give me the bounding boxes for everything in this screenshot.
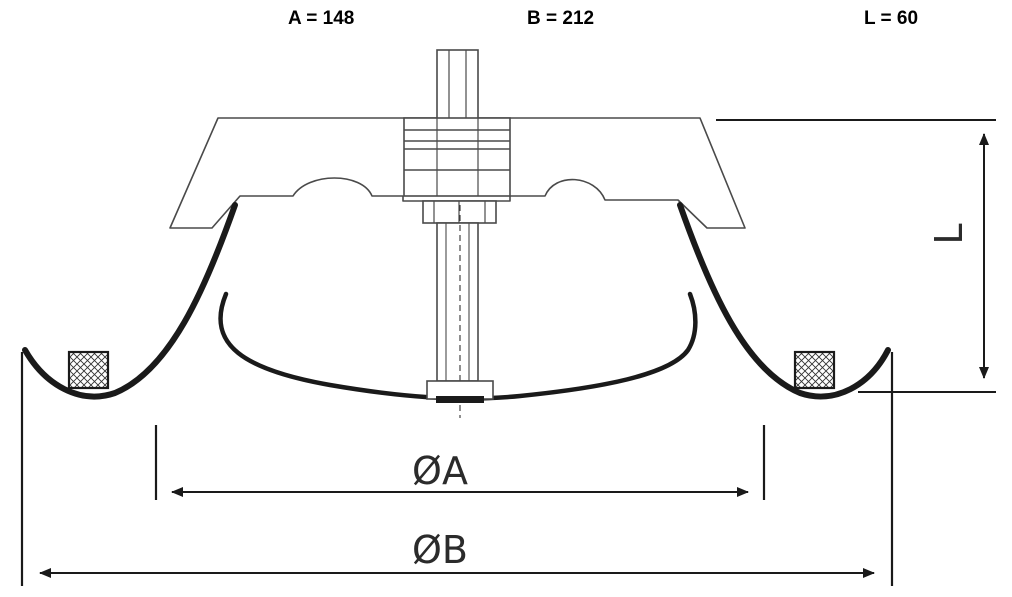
dimension-a-value: A = 148 bbox=[288, 8, 355, 29]
diameter-b-label: ØB bbox=[412, 528, 468, 572]
outer-ring-left bbox=[22, 202, 238, 400]
inner-cone bbox=[218, 291, 698, 401]
outer-ring-right bbox=[677, 202, 891, 400]
diameter-a-label: ØA bbox=[412, 449, 468, 493]
hub-block bbox=[403, 117, 511, 197]
rod-top bbox=[436, 49, 479, 121]
gasket-left bbox=[67, 350, 110, 390]
dimension-values: A = 148 B = 212 L = 60 bbox=[0, 6, 1012, 36]
rod-lower bbox=[436, 222, 479, 382]
dimension-b-value: B = 212 bbox=[527, 8, 595, 29]
length-label: L bbox=[927, 223, 971, 244]
gasket-right bbox=[793, 350, 836, 390]
dimension-l-value: L = 60 bbox=[864, 8, 919, 29]
